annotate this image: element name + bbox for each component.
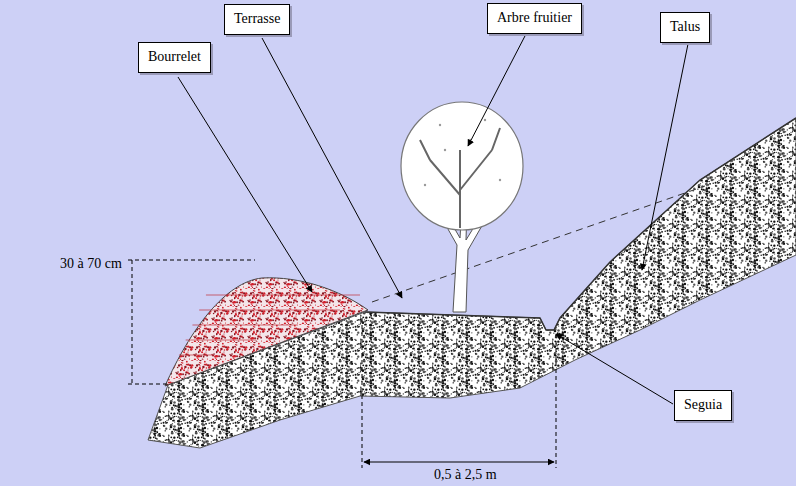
label-box: Seguia xyxy=(674,390,732,421)
width-dimension xyxy=(362,318,556,468)
label-box: Bourrelet xyxy=(138,42,211,73)
label-box: Talus xyxy=(660,12,710,43)
part-name: Terrasse xyxy=(234,11,280,28)
part-name: Talus xyxy=(670,19,700,36)
part-name: Bourrelet xyxy=(148,49,201,66)
label-box: Arbre fruitier xyxy=(487,3,582,34)
dimension-label: 30 à 70 cm xyxy=(58,256,124,272)
dimension-label: 0,5 à 2,5 m xyxy=(432,467,499,483)
bourrelet-mound xyxy=(165,278,368,386)
height-dimension xyxy=(128,260,255,384)
fruit-tree xyxy=(401,102,523,312)
leader-lines xyxy=(178,34,688,404)
bourrelet-stripes xyxy=(179,295,360,355)
label-box: Terrasse xyxy=(224,4,290,35)
part-name: Arbre fruitier xyxy=(497,10,572,27)
part-name: Seguia xyxy=(684,397,722,414)
